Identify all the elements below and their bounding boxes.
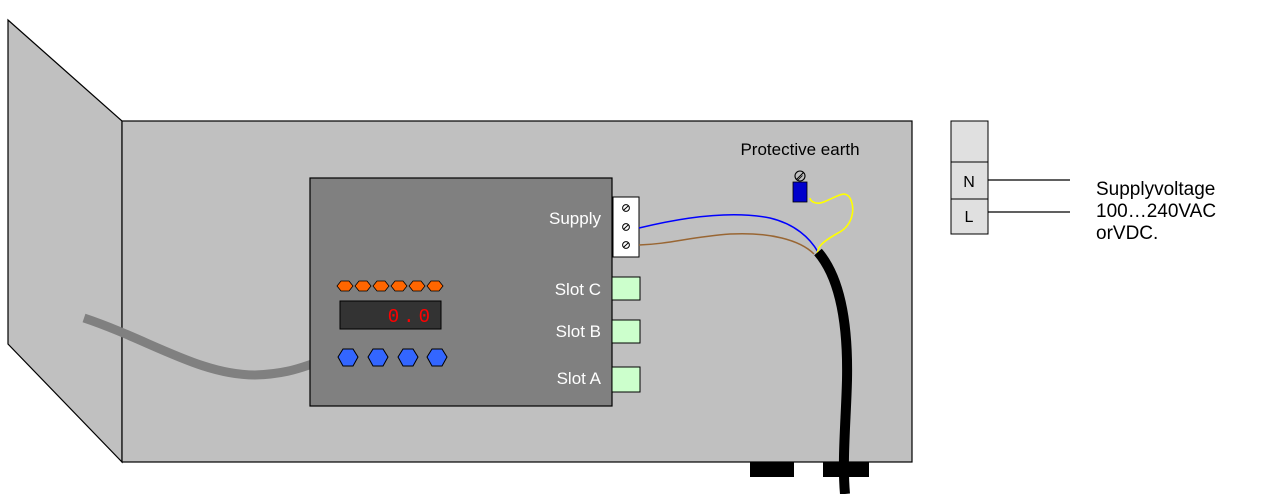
- supply-voltage-line3: orVDC.: [1096, 223, 1158, 244]
- indicator-led: [390, 280, 408, 292]
- wire-brown: [638, 232, 815, 255]
- indicator-led: [336, 280, 354, 292]
- display-value: 0.0: [388, 306, 434, 328]
- slot-a-connector: [611, 366, 641, 393]
- supply-label: Supply: [549, 209, 601, 228]
- slot-b-label: Slot B: [556, 322, 601, 341]
- earth-screw: [794, 170, 806, 182]
- digital-display: [339, 300, 442, 330]
- wire-blue: [638, 214, 819, 253]
- slot-a-label: Slot A: [557, 369, 602, 388]
- button-row: [337, 348, 448, 367]
- left-cable: [82, 313, 314, 380]
- indicator-led-row: [336, 280, 444, 292]
- terminal-screw: [622, 241, 630, 249]
- device-button[interactable]: [397, 348, 419, 367]
- slot-c-label: Slot C: [555, 280, 601, 299]
- cable-gland-left: [750, 462, 794, 477]
- terminal-l-label: L: [965, 209, 974, 226]
- terminal-screw: [622, 223, 630, 231]
- indicator-led: [426, 280, 444, 292]
- terminal-l: [950, 198, 989, 235]
- terminal-n-label: N: [963, 174, 975, 191]
- protective-earth-label: Protective earth: [740, 140, 859, 159]
- device-button[interactable]: [337, 348, 359, 367]
- terminal-block-top: [950, 120, 989, 163]
- device-body: [309, 177, 613, 407]
- slot-c-connector: [611, 276, 641, 301]
- slot-b-connector: [611, 319, 641, 344]
- device-button[interactable]: [367, 348, 389, 367]
- indicator-led: [408, 280, 426, 292]
- terminal-screw: [622, 204, 630, 212]
- main-cable: [814, 248, 853, 494]
- enclosure-door: [7, 18, 123, 464]
- wire-earth: [809, 193, 854, 259]
- supply-voltage-line2: 100…240VAC: [1096, 201, 1216, 222]
- indicator-led: [354, 280, 372, 292]
- supply-voltage-line1: Supplyvoltage: [1096, 179, 1215, 200]
- earth-clip: [792, 181, 808, 203]
- device-button[interactable]: [426, 348, 448, 367]
- indicator-led: [372, 280, 390, 292]
